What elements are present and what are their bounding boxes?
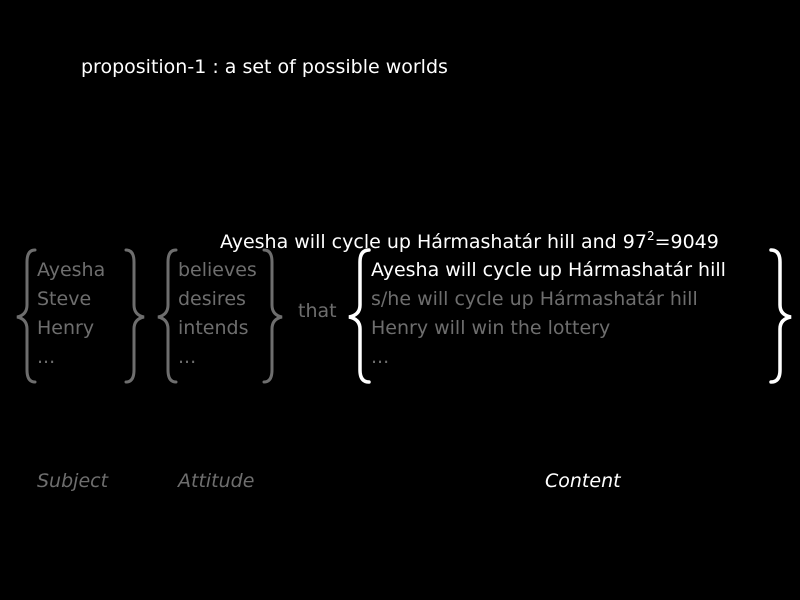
subject-item: Henry xyxy=(37,317,95,339)
attitude-item: intends xyxy=(178,317,249,339)
attitude-right-brace xyxy=(262,248,283,384)
content-top-suffix: =9049 xyxy=(654,231,719,253)
content-item: s/he will cycle up Hármashatár hill xyxy=(371,288,698,310)
content-top-proposition: Ayesha will cycle up Hármashatár hill an… xyxy=(220,229,719,253)
label-subject: Subject xyxy=(37,470,109,492)
content-right-brace xyxy=(769,248,792,384)
subject-item: ... xyxy=(37,346,56,368)
content-left-brace xyxy=(348,248,371,384)
attitude-item: believes xyxy=(178,259,257,281)
attitude-list: believes desires intends ... xyxy=(178,256,257,372)
content-top-exponent: 2 xyxy=(646,229,655,243)
diagram-title: proposition-1 : a set of possible worlds xyxy=(81,56,448,78)
content-item: Ayesha will cycle up Hármashatár hill xyxy=(371,259,726,281)
attitude-item: desires xyxy=(178,288,246,310)
subject-list: Ayesha Steve Henry ... xyxy=(37,256,105,372)
subject-right-brace xyxy=(124,248,145,384)
label-content: Content xyxy=(545,470,621,492)
attitude-left-brace xyxy=(157,248,178,384)
content-item: ... xyxy=(371,346,390,368)
subject-item: Ayesha xyxy=(37,259,106,281)
connector-that: that xyxy=(298,300,337,322)
subject-item: Steve xyxy=(37,288,92,310)
attitude-item: ... xyxy=(178,346,197,368)
subject-left-brace xyxy=(16,248,37,384)
content-item: Henry will win the lottery xyxy=(371,317,611,339)
content-list: Ayesha will cycle up Hármashatár hill s/… xyxy=(371,256,726,372)
label-attitude: Attitude xyxy=(178,470,255,492)
content-top-prefix: Ayesha will cycle up Hármashatár hill an… xyxy=(220,231,647,253)
